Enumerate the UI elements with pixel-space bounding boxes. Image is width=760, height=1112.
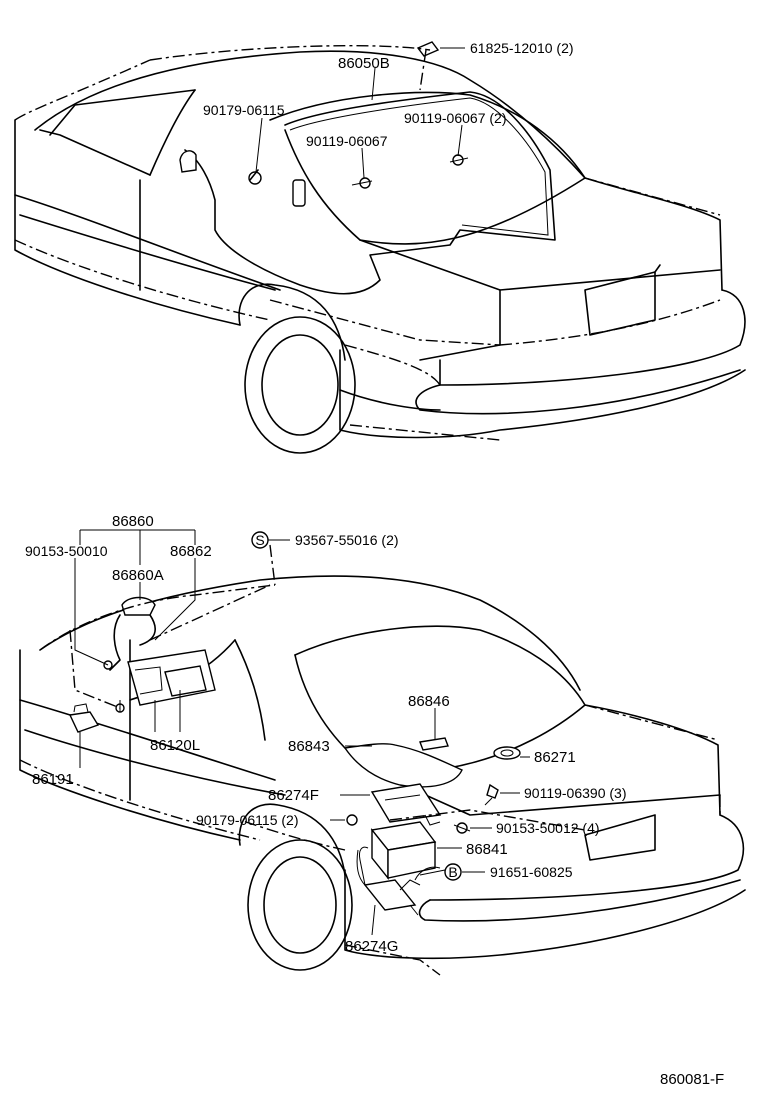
label-86191: 86191	[32, 771, 74, 788]
top-car-illustration	[14, 41, 746, 454]
label-86843: 86843	[288, 738, 330, 755]
bottom-dashed-lines	[19, 544, 721, 976]
label-93567-55016: 93567-55016 (2)	[295, 532, 399, 548]
bottom-leader-lines	[74, 529, 530, 936]
label-86120l: 86120L	[150, 737, 200, 754]
top-dashed-lines	[14, 44, 721, 441]
label-90179-06115-bottom: 90179-06115 (2)	[196, 812, 298, 828]
label-86271: 86271	[534, 749, 576, 766]
label-90153-50010: 90153-50010	[25, 543, 108, 559]
label-61825-12010: 61825-12010 (2)	[470, 40, 574, 56]
label-86860: 86860	[112, 513, 154, 530]
label-86862: 86862	[170, 543, 212, 560]
label-86274g: 86274G	[345, 938, 398, 955]
diagram-code: 860081-F	[660, 1071, 724, 1088]
label-90119-06067: 90119-06067	[306, 133, 388, 149]
marker-s: S	[255, 532, 264, 548]
marker-b: B	[448, 864, 457, 880]
marker-b-circle	[444, 863, 462, 881]
label-90179-06115-top: 90179-06115	[203, 102, 285, 118]
label-86841: 86841	[466, 841, 508, 858]
label-90153-50012: 90153-50012 (4)	[496, 820, 600, 836]
label-86846: 86846	[408, 693, 450, 710]
label-90119-06067-2: 90119-06067 (2)	[404, 110, 506, 126]
marker-s-circle	[251, 531, 269, 549]
bottom-car-illustration	[19, 575, 746, 971]
top-leader-lines	[255, 47, 465, 179]
label-86274f: 86274F	[268, 787, 319, 804]
label-90119-06390: 90119-06390 (3)	[524, 785, 626, 801]
label-91651-60825: 91651-60825	[490, 864, 573, 880]
label-86050b: 86050B	[338, 55, 390, 72]
label-86860a: 86860A	[112, 567, 164, 584]
